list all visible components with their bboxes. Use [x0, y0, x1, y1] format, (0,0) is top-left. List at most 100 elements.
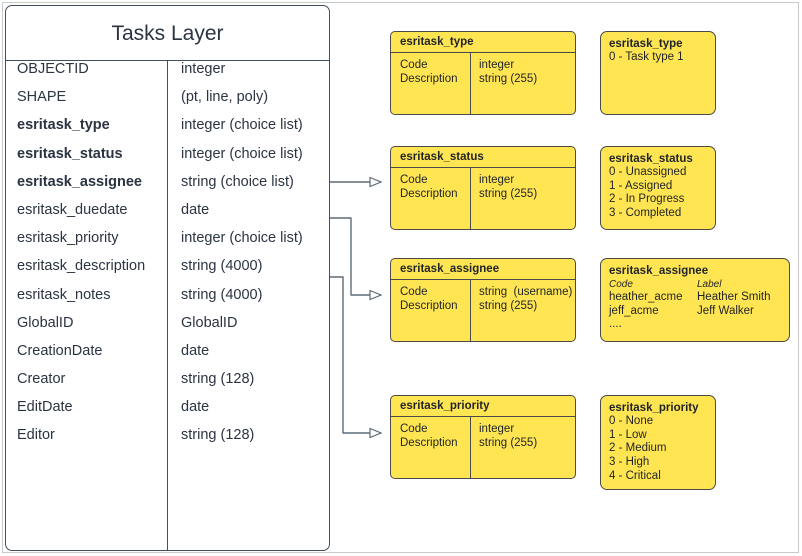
field-name: CreationDate [17, 342, 103, 359]
domain-table-esritask-assignee: esritask_assignee Code Description strin… [390, 258, 576, 342]
value-note-pair-row: heather_acme Heather Smith [609, 291, 781, 305]
value-note-subhead-row: Code Label [609, 278, 781, 291]
field-type: date [181, 399, 210, 416]
table-row: Editor string (128) [6, 427, 329, 455]
entity-field-list: OBJECTID integer SHAPE (pt, line, poly) … [6, 61, 329, 456]
field-name: esritask_priority [17, 230, 119, 247]
table-row: esritask_priority integer (choice list) [6, 230, 329, 258]
table-row: OBJECTID integer [6, 61, 329, 89]
value-note-subhead-code: Code [609, 279, 633, 290]
value-note-code: heather_acme [609, 291, 683, 303]
field-type: string (128) [181, 427, 255, 444]
field-type: date [181, 342, 210, 359]
value-note-line: 0 - Task type 1 [609, 51, 684, 63]
domain-table-body: Code Description string (username) strin… [391, 280, 575, 341]
field-name: esritask_type [17, 117, 110, 134]
value-note-line: 0 - None [609, 415, 654, 427]
domain-types: string (username) string (255) [479, 286, 573, 312]
page-title: Tasks Layer [6, 6, 329, 61]
field-type: integer (choice list) [181, 230, 303, 247]
value-note-esritask-assignee: esritask_assignee Code Label heather_acm… [600, 258, 790, 342]
value-note-esritask-priority: esritask_priority 0 - None 1 - Low 2 - M… [600, 395, 716, 490]
domain-fields: Code Description [400, 59, 458, 85]
domain-column-divider [470, 417, 471, 478]
domain-table-title: esritask_assignee [391, 259, 575, 280]
value-note-line: 3 - High [609, 456, 650, 469]
domain-types: integer string (255) [479, 174, 538, 200]
field-name: EditDate [17, 399, 73, 416]
value-note-line: 0 - Unassigned [609, 166, 687, 178]
domain-table-title: esritask_priority [391, 396, 575, 417]
value-note-esritask-type: esritask_type 0 - Task type 1 [600, 31, 716, 115]
field-type: date [181, 201, 210, 218]
field-type: integer (choice list) [181, 117, 303, 134]
value-note-line: 2 - In Progress [609, 193, 685, 206]
domain-table-body: Code Description integer string (255) [391, 168, 575, 229]
value-note-line: 3 - Completed [609, 207, 682, 220]
field-name: esritask_duedate [17, 201, 128, 218]
field-name: SHAPE [17, 89, 67, 106]
value-note-line: 4 - Critical [609, 469, 661, 482]
field-name: GlobalID [17, 314, 74, 331]
value-note-title: esritask_status [609, 153, 693, 165]
field-type: string (4000) [181, 258, 263, 275]
field-name: esritask_description [17, 258, 146, 275]
field-name: esritask_assignee [17, 173, 142, 190]
value-note-title: esritask_assignee [609, 265, 709, 277]
field-type: string (choice list) [181, 173, 294, 190]
value-note-label: Heather Smith [697, 291, 771, 303]
entity-table-tasks-layer: Tasks Layer OBJECTID integer SHAPE (pt, … [5, 5, 330, 551]
value-note-title: esritask_type [609, 38, 683, 50]
table-row: CreationDate date [6, 343, 329, 371]
table-row: SHAPE (pt, line, poly) [6, 89, 329, 117]
value-note-pair-row: jeff_acme Jeff Walker [609, 305, 781, 319]
field-type: integer [181, 61, 226, 77]
field-name: esritask_notes [17, 286, 111, 303]
value-note-code: .... [609, 318, 622, 331]
table-row: esritask_status integer (choice list) [6, 146, 329, 174]
field-name: OBJECTID [17, 61, 89, 77]
table-row: esritask_assignee string (choice list) [6, 174, 329, 202]
table-row: EditDate date [6, 399, 329, 427]
domain-fields: Code Description [400, 174, 458, 200]
field-name: Creator [17, 371, 66, 388]
domain-table-title: esritask_status [391, 147, 575, 168]
field-name: Editor [17, 427, 55, 444]
table-row: esritask_type integer (choice list) [6, 117, 329, 145]
table-row: esritask_notes string (4000) [6, 287, 329, 315]
value-note-line: 1 - Assigned [609, 179, 673, 192]
value-note-esritask-status: esritask_status 0 - Unassigned 1 - Assig… [600, 146, 716, 230]
domain-table-body: Code Description integer string (255) [391, 417, 575, 478]
domain-table-esritask-status: esritask_status Code Description integer… [390, 146, 576, 230]
domain-table-body: Code Description integer string (255) [391, 53, 575, 114]
domain-column-divider [470, 168, 471, 229]
table-row: Creator string (128) [6, 371, 329, 399]
field-type: GlobalID [181, 314, 238, 331]
value-note-line: 2 - Medium [609, 442, 667, 455]
value-note-code: jeff_acme [609, 304, 659, 317]
value-note-label: Jeff Walker [697, 304, 754, 317]
entity-table-body: OBJECTID integer SHAPE (pt, line, poly) … [6, 61, 329, 550]
field-name: esritask_status [17, 145, 123, 162]
domain-column-divider [470, 280, 471, 341]
value-note-line: 1 - Low [609, 428, 647, 441]
value-note-pair-row: .... [609, 318, 781, 332]
value-note-subhead-label: Label [697, 279, 722, 290]
field-type: string (128) [181, 371, 255, 388]
domain-table-esritask-type: esritask_type Code Description integer s… [390, 31, 576, 115]
value-note-title: esritask_priority [609, 402, 699, 414]
domain-types: integer string (255) [479, 59, 538, 85]
table-row: GlobalID GlobalID [6, 315, 329, 343]
domain-table-title: esritask_type [391, 32, 575, 53]
domain-column-divider [470, 53, 471, 114]
field-type: (pt, line, poly) [181, 89, 269, 106]
table-row: esritask_duedate date [6, 202, 329, 230]
domain-types: integer string (255) [479, 423, 538, 449]
domain-fields: Code Description [400, 423, 458, 449]
entity-column-divider [167, 61, 168, 550]
domain-fields: Code Description [400, 286, 458, 312]
table-row: esritask_description string (4000) [6, 258, 329, 286]
field-type: string (4000) [181, 286, 263, 303]
field-type: integer (choice list) [181, 145, 303, 162]
